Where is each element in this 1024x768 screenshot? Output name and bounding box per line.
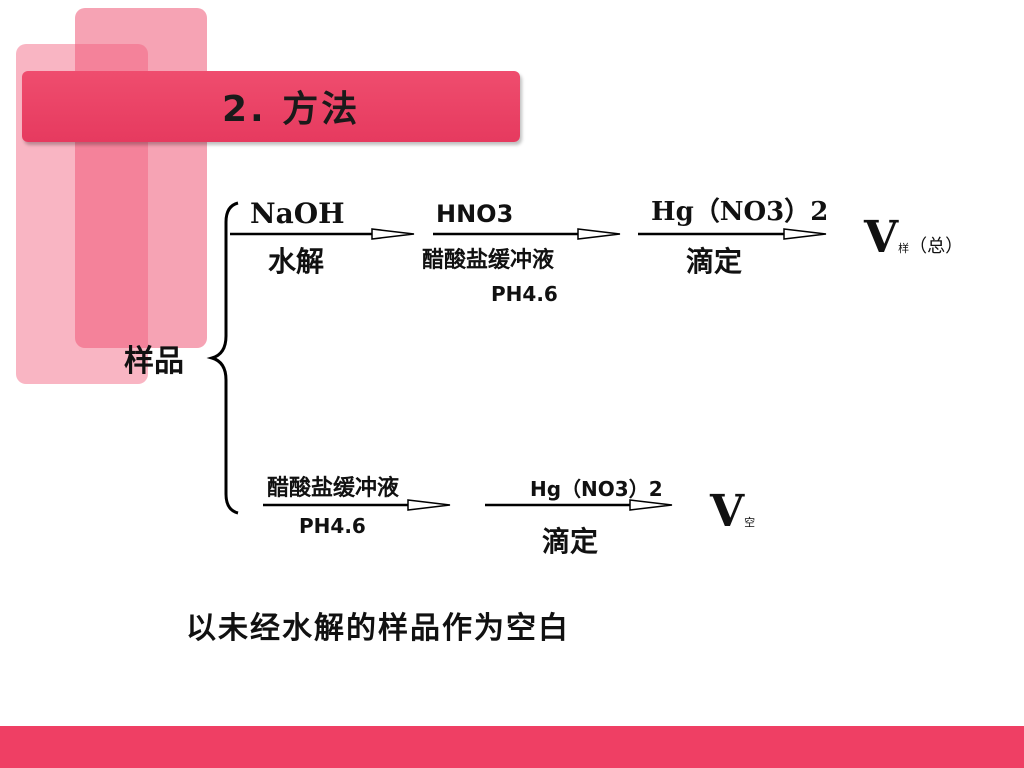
bottom-arrow-2 xyxy=(485,499,673,511)
top-step3-reagent: Hg（NO3）2 xyxy=(651,197,829,227)
top-arrow-1 xyxy=(230,228,415,240)
footer-bar xyxy=(0,726,1024,768)
title-bar xyxy=(22,71,520,142)
bottom-result: V空 xyxy=(710,486,755,537)
bottom-step2-action: 滴定 xyxy=(542,525,599,558)
slide-title: 2. 方法 xyxy=(222,89,361,130)
top-step2-reagent: HNO3 xyxy=(436,200,514,228)
top-result-paren: （总） xyxy=(909,236,964,257)
top-result-v: V xyxy=(864,212,899,263)
bottom-step2-reagent: Hg（NO3）2 xyxy=(530,477,663,501)
bottom-arrow-1 xyxy=(263,499,451,511)
sample-label: 样品 xyxy=(124,344,184,379)
decor-rect-back xyxy=(75,8,207,348)
top-arrow-3 xyxy=(638,228,827,240)
bottom-result-v: V xyxy=(710,486,745,537)
top-result-sub: 样 xyxy=(898,242,910,255)
top-arrow-2 xyxy=(433,228,621,240)
top-step2-buffer: 醋酸盐缓冲液 xyxy=(422,248,555,273)
top-step1-reagent: NaOH xyxy=(250,197,345,230)
top-step2-ph: PH4.6 xyxy=(491,282,558,306)
top-result: V样（总） xyxy=(864,212,963,263)
top-step1-action: 水解 xyxy=(268,245,325,278)
bottom-result-sub: 空 xyxy=(744,516,756,529)
sample-brace xyxy=(206,201,239,515)
top-step3-action: 滴定 xyxy=(686,245,743,278)
bottom-step1-ph: PH4.6 xyxy=(299,514,366,538)
bottom-step1-buffer: 醋酸盐缓冲液 xyxy=(267,476,400,501)
blank-caption: 以未经水解的样品作为空白 xyxy=(186,611,570,646)
